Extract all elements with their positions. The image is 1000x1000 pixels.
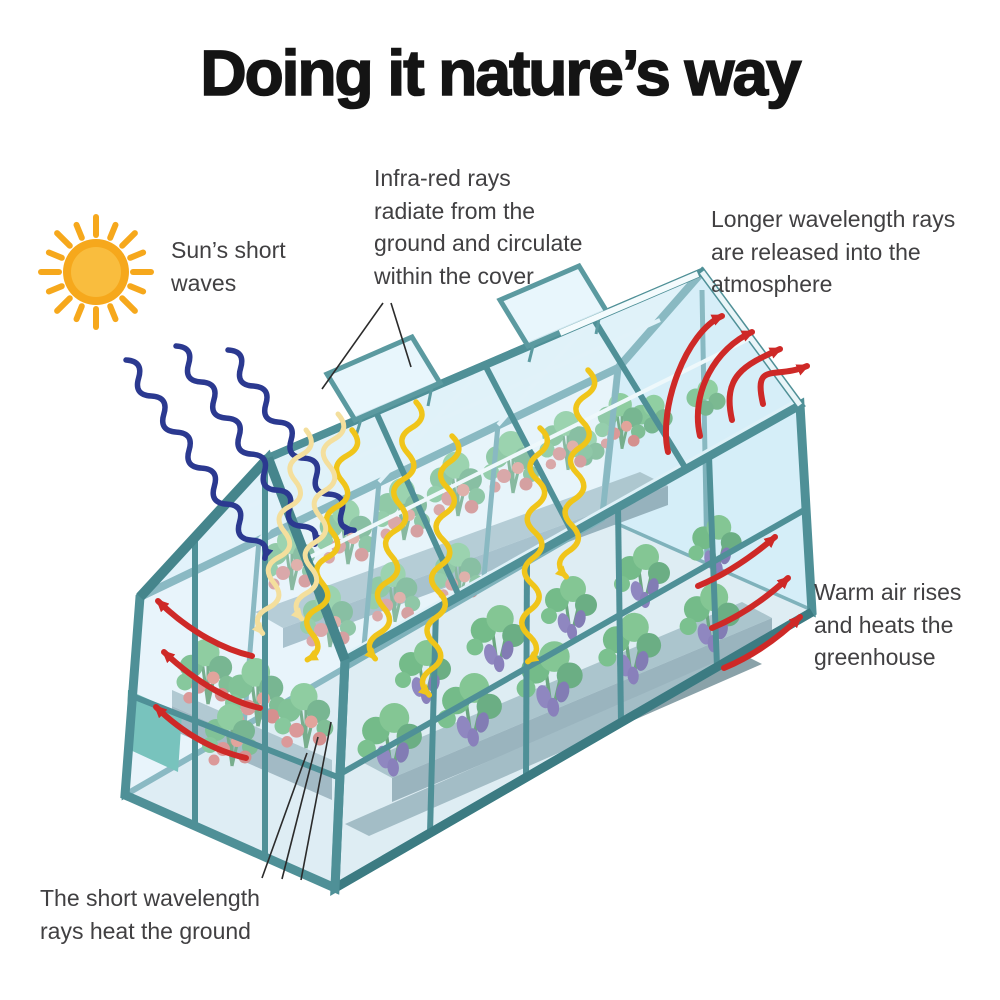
label-longer-wavelength: Longer wavelength rays are released into… bbox=[711, 206, 956, 298]
diagram-title: Doing it nature’s way bbox=[200, 36, 803, 110]
label-suns-short-waves: Sun’s short waves bbox=[171, 237, 286, 296]
sun-center bbox=[71, 247, 121, 297]
wavy-arrow bbox=[251, 427, 314, 636]
curved-arrow bbox=[757, 363, 810, 407]
curved-arrow bbox=[721, 614, 803, 671]
label-warm-air-rises: Warm air rises and heats the greenhouse bbox=[814, 579, 962, 671]
sun-rays bbox=[38, 214, 154, 330]
infrared-arrows bbox=[304, 367, 598, 698]
released-arrows bbox=[153, 313, 810, 761]
roof-vent-windows bbox=[323, 262, 611, 437]
wavy-arrow bbox=[519, 425, 551, 665]
curved-arrow bbox=[662, 313, 725, 455]
curved-arrow bbox=[709, 575, 791, 631]
curved-arrow bbox=[161, 649, 263, 711]
wavy-arrow bbox=[364, 399, 425, 662]
wavy-arrow bbox=[173, 343, 324, 547]
pointer-line bbox=[281, 736, 319, 880]
wavy-arrow bbox=[417, 433, 462, 698]
pointer-line bbox=[261, 752, 308, 879]
curved-arrow bbox=[726, 346, 783, 423]
label-short-wavelength: The short wavelength rays heat the groun… bbox=[40, 885, 260, 944]
ridge-cap bbox=[558, 271, 700, 336]
pointer-line bbox=[390, 302, 412, 368]
greenhouse-illustration bbox=[120, 262, 817, 897]
wavy-arrow bbox=[123, 357, 274, 561]
curved-arrow bbox=[155, 598, 255, 659]
sun-icon bbox=[38, 214, 154, 330]
wavy-arrow bbox=[304, 427, 361, 663]
pointer-line bbox=[300, 721, 332, 881]
short-wave-arrows bbox=[123, 343, 357, 561]
wavy-arrow bbox=[554, 367, 598, 580]
label-infra-red-rays: Infra-red rays radiate from the ground a… bbox=[374, 165, 583, 289]
wavy-arrow bbox=[290, 411, 347, 622]
infrared-arrows-pale bbox=[251, 411, 347, 636]
curved-arrow bbox=[694, 329, 755, 439]
curved-arrow bbox=[695, 534, 778, 589]
wavy-arrow bbox=[225, 347, 357, 536]
curved-arrow bbox=[153, 704, 249, 761]
pointer-line bbox=[321, 302, 384, 390]
pointer-lines bbox=[261, 302, 412, 881]
